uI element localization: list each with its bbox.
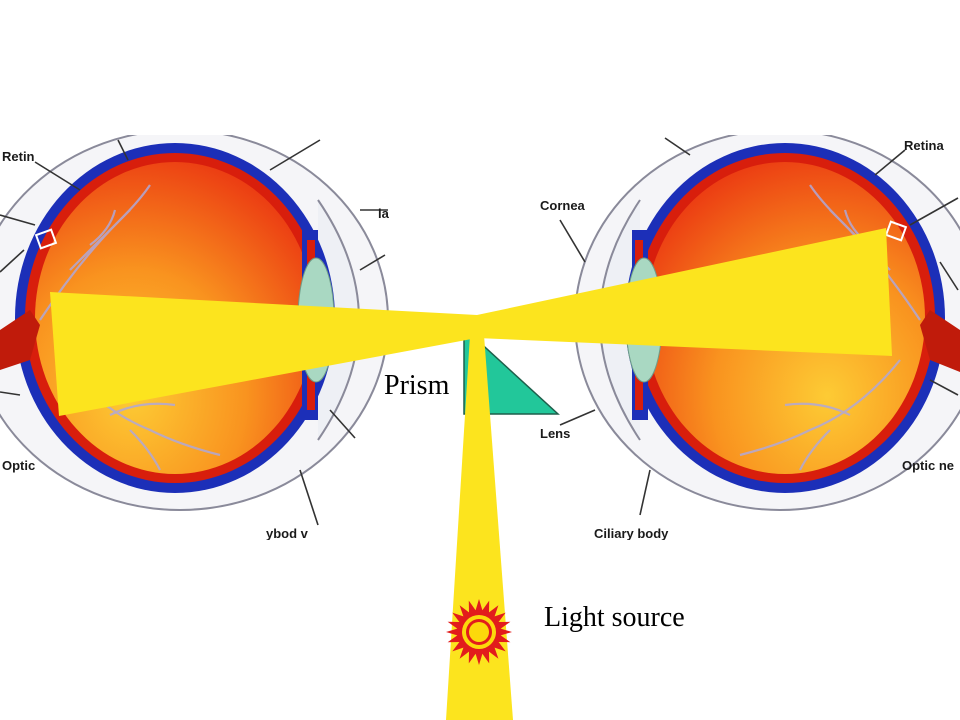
right-eye-label-optic: Optic ne <box>902 458 954 473</box>
left-eye-pointer-lines <box>0 139 388 526</box>
beam-right-eye <box>477 228 892 356</box>
right-eye-optic-nerve <box>920 310 960 372</box>
beam-left-eye <box>50 292 477 416</box>
light-source-label: Light source <box>544 602 685 633</box>
left-eye-label-optic: Optic <box>2 458 35 473</box>
right-eye-label-lens: Lens <box>540 426 570 441</box>
left-eye-ciliary-lower <box>307 370 315 410</box>
right-eye-label-ciliary: Ciliary body <box>594 526 669 541</box>
prism-label: Prism <box>384 370 450 401</box>
right-eye-label-retina: Retina <box>904 138 945 153</box>
right-eye-pointer-lines <box>559 137 959 516</box>
light-source-burst-center <box>469 622 489 642</box>
left-eye-marker <box>34 228 58 250</box>
left-eye-optic-nerve <box>0 310 40 370</box>
left-eye-label-retina: Retin <box>2 149 35 164</box>
right-eye-ciliary-lower <box>635 370 643 410</box>
left-eye-label-ciliary: ybod v <box>266 526 309 541</box>
right-eye-label-cornea: Cornea <box>540 198 586 213</box>
right-eye-marker <box>884 220 908 242</box>
light-source-burst <box>446 599 512 665</box>
left-eye-label-top: la <box>378 206 390 221</box>
